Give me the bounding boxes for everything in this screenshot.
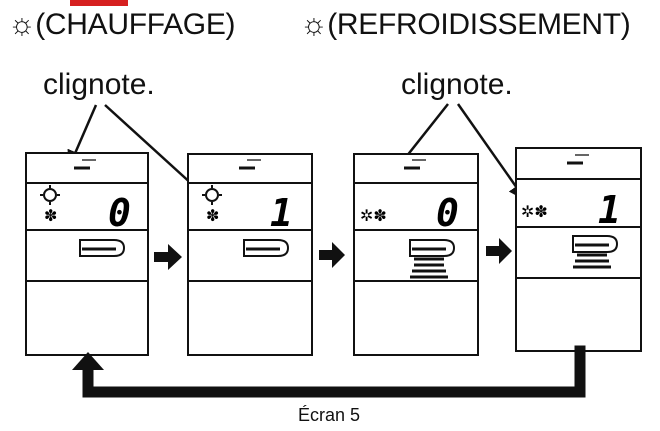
left-blink-label: clignote. — [43, 68, 155, 101]
snowflake-icon: ✲✽ — [521, 202, 548, 221]
fan-icon: ✽ — [44, 206, 57, 225]
flow-arrow-2 — [319, 242, 345, 268]
airflow-icon — [572, 235, 619, 269]
top-accent-bar — [70, 0, 128, 6]
screen-panel-2: ✽ 1 — [187, 153, 313, 356]
airflow-icon — [79, 239, 126, 257]
screen-panel-1: ✽ 0 — [25, 152, 149, 356]
annotation-arrow-right-2 — [456, 103, 527, 201]
diagram-caption: Écran 5 — [298, 405, 361, 425]
segment-digit-2: 1 — [270, 191, 293, 235]
segment-digit-4: 1 — [598, 188, 621, 232]
segment-digit-1: 0 — [108, 191, 131, 235]
flow-arrow-1 — [154, 244, 182, 270]
right-blink-label: clignote. — [401, 68, 513, 101]
airflow-icon — [243, 239, 290, 257]
timer-dashes-icon — [239, 159, 261, 170]
airflow-icon — [409, 239, 456, 279]
sun-icon — [40, 185, 60, 205]
timer-dashes-icon — [404, 159, 426, 170]
fan-icon: ✽ — [206, 206, 219, 225]
heating-mode-label: ☼(CHAUFFAGE) — [8, 8, 236, 41]
return-arrow — [72, 345, 586, 398]
cooling-mode-label: ☼(REFROIDISSEMENT) — [300, 8, 631, 41]
snowflake-icon: ✲✽ — [360, 206, 387, 225]
timer-dashes-icon — [567, 154, 589, 165]
screen-panel-4: ✲✽ 1 — [515, 147, 642, 352]
flow-arrow-3 — [486, 238, 512, 264]
segment-digit-3: 0 — [436, 191, 459, 235]
timer-dashes-icon — [74, 159, 96, 170]
sun-icon — [202, 185, 222, 205]
screen-panel-3: ✲✽ 0 — [353, 153, 479, 356]
